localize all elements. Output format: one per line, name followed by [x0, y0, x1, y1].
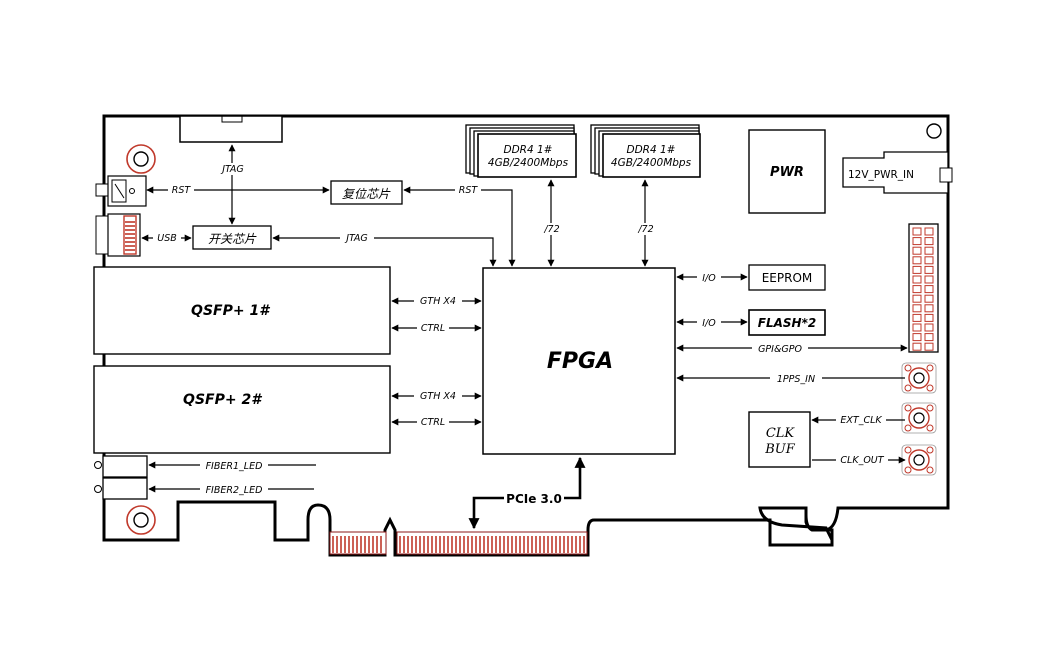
switch-chip-label: 开关芯片	[208, 232, 257, 246]
sma-connector	[901, 362, 937, 394]
gpio-pin	[924, 313, 934, 322]
mounting-hole-bottom	[126, 505, 156, 535]
reset-chip	[330, 180, 403, 205]
pwr-label: PWR	[770, 165, 804, 180]
ddr-a-line1: DDR4 1#	[504, 144, 553, 156]
gpio-pin	[924, 237, 934, 246]
mounting-hole-top	[126, 144, 156, 174]
qsfp2-gth-label: GTH X4	[420, 391, 456, 402]
qsfp2-cage	[93, 365, 391, 454]
gpio-header	[908, 223, 939, 353]
eeprom-label: EEPROM	[762, 271, 813, 285]
sma-connector	[901, 402, 937, 434]
ddr-b-line2: 4GB/2400Mbps	[611, 157, 692, 169]
qsfp2-ctrl-label: CTRL	[421, 417, 445, 428]
reset-chip-label: 复位芯片	[342, 187, 391, 201]
qsfp2-label: QSFP+ 2#	[183, 392, 262, 408]
gpio-pin	[924, 323, 934, 332]
flash-link-label: I/O	[702, 318, 716, 329]
ddr-module-b: DDR4 1# 4GB/2400Mbps	[590, 124, 701, 178]
fiber1-label: FIBER1_LED	[206, 461, 263, 472]
gpio-pin	[912, 246, 922, 255]
usb-label: USB	[157, 233, 177, 244]
power-in-label: 12V_PWR_IN	[848, 169, 914, 181]
gpio-pin	[924, 333, 934, 342]
gpio-pin	[924, 265, 934, 274]
gpio-pin	[912, 323, 922, 332]
fpga-chip	[482, 267, 676, 455]
ddr-b-bus-label: /72	[637, 224, 653, 235]
gpio-pin	[924, 294, 934, 303]
rst-right-line	[403, 186, 516, 267]
qsfp1-ctrl-label: CTRL	[421, 323, 445, 334]
gpio-pin	[924, 256, 934, 265]
gpio-pin	[912, 342, 922, 351]
pwr-block	[748, 129, 826, 214]
gpio-pin	[924, 275, 934, 284]
gpio-pin	[924, 227, 934, 236]
usb-connector	[95, 213, 141, 257]
gpio-pin	[912, 256, 922, 265]
flash-chip	[748, 309, 826, 336]
clkbuf-line1: CLK	[766, 426, 796, 441]
ddr-module-a: DDR4 1# 4GB/2400Mbps	[465, 124, 577, 178]
pps-label: 1PPS_IN	[777, 374, 815, 385]
ddr-a-bus-label: /72	[543, 224, 559, 235]
gpio-pin	[912, 294, 922, 303]
rst-right-label: RST	[459, 185, 479, 196]
fiber2-label: FIBER2_LED	[206, 485, 263, 496]
eeprom-chip	[748, 264, 826, 291]
reset-button	[95, 175, 147, 207]
gpio-pin	[912, 313, 922, 322]
clk-out-label: CLK_OUT	[840, 455, 884, 466]
mounting-hole-right	[926, 123, 942, 139]
jtag-top-label: JTAG	[220, 164, 244, 175]
fiber-led-block	[94, 455, 148, 500]
gpio-pin	[912, 265, 922, 274]
gpio-label: GPI&GPO	[758, 344, 802, 355]
top-jtag-connector	[179, 115, 283, 143]
ext-clk-label: EXT_CLK	[840, 415, 882, 426]
qsfp1-gth-label: GTH X4	[420, 296, 456, 307]
jtag-mid-line	[272, 234, 497, 267]
sma-connector	[901, 444, 937, 476]
switch-chip	[192, 225, 272, 250]
gpio-pin	[924, 342, 934, 351]
pcie-gold-fingers	[329, 531, 588, 555]
clkbuf-line2: BUF	[764, 442, 796, 457]
gpio-pin	[912, 227, 922, 236]
gpio-pin	[924, 304, 934, 313]
ddr-b-line1: DDR4 1#	[627, 144, 676, 156]
gpio-pin	[912, 285, 922, 294]
qsfp1-label: QSFP+ 1#	[191, 303, 270, 319]
fpga-label: FPGA	[547, 349, 613, 374]
gpio-pin	[924, 285, 934, 294]
power-connector: 12V_PWR_IN	[842, 151, 953, 194]
jtag-mid-label: JTAG	[344, 233, 368, 244]
pcie-label: PCIe 3.0	[506, 492, 562, 506]
gpio-pin	[912, 275, 922, 284]
gpio-pin	[924, 246, 934, 255]
rst-left-label: RST	[172, 185, 192, 196]
sma-connectors	[901, 362, 937, 476]
eeprom-link-label: I/O	[702, 273, 716, 284]
clkbuf-chip	[748, 411, 811, 468]
gpio-pin	[912, 237, 922, 246]
qsfp1-cage	[93, 266, 391, 355]
gpio-pin	[912, 333, 922, 342]
flash-label: FLASH*2	[758, 316, 816, 330]
gpio-pin	[912, 304, 922, 313]
ddr-a-line2: 4GB/2400Mbps	[488, 157, 569, 169]
